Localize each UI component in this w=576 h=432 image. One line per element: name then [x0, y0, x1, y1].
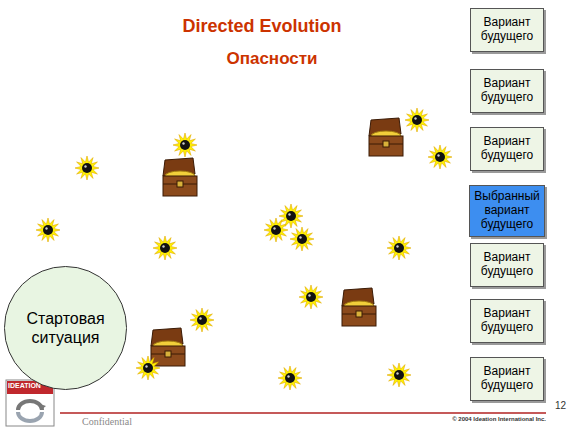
future-option-box: Выбранный вариант будущего: [469, 185, 544, 236]
treasure-chest: [369, 118, 403, 156]
bomb: [173, 133, 197, 157]
treasure-chest: [342, 288, 376, 326]
subtitle: Опасности: [226, 50, 317, 69]
copyright-note: © 2004 Ideation International Inc.: [452, 416, 546, 423]
node-text: Вариант будущего: [475, 77, 539, 105]
node-text: Вариант будущего: [475, 16, 539, 44]
confidential-note: Confidential: [82, 416, 132, 427]
future-option-box: Вариант будущего: [470, 357, 544, 401]
bomb: [299, 285, 323, 309]
node-text: Стартовая ситуация: [16, 309, 116, 347]
bomb: [405, 108, 429, 132]
treasure-chest: [163, 158, 197, 196]
bomb: [279, 204, 303, 228]
future-option-box: Вариант будущего: [470, 69, 544, 113]
node-text: Вариант будущего: [475, 251, 539, 279]
future-option-box: Вариант будущего: [470, 8, 544, 52]
treasure-chest: [151, 328, 185, 366]
bomb: [136, 356, 160, 380]
node-text: Вариант будущего: [475, 365, 539, 393]
bomb: [36, 218, 60, 242]
node-text: Вариант будущего: [475, 135, 539, 163]
bomb: [264, 218, 288, 242]
bomb: [387, 236, 411, 260]
future-option-box: Вариант будущего: [470, 299, 544, 343]
bomb: [387, 363, 411, 387]
footer-rule: [60, 412, 546, 414]
bomb: [75, 156, 99, 180]
bomb: [290, 227, 314, 251]
logo-text: IDEATION: [8, 382, 41, 390]
bomb: [190, 308, 214, 332]
start-circle: Стартовая ситуация: [4, 266, 127, 389]
bomb: [278, 366, 302, 390]
future-option-box: Вариант будущего: [470, 243, 544, 287]
future-option-box: Вариант будущего: [470, 127, 544, 171]
bomb: [153, 236, 177, 260]
slide-title: Directed Evolution: [182, 16, 341, 37]
node-text: Вариант будущего: [475, 307, 539, 335]
node-text: Выбранный вариант будущего: [474, 190, 539, 231]
bomb: [428, 145, 452, 169]
page-number: 12: [555, 400, 566, 411]
